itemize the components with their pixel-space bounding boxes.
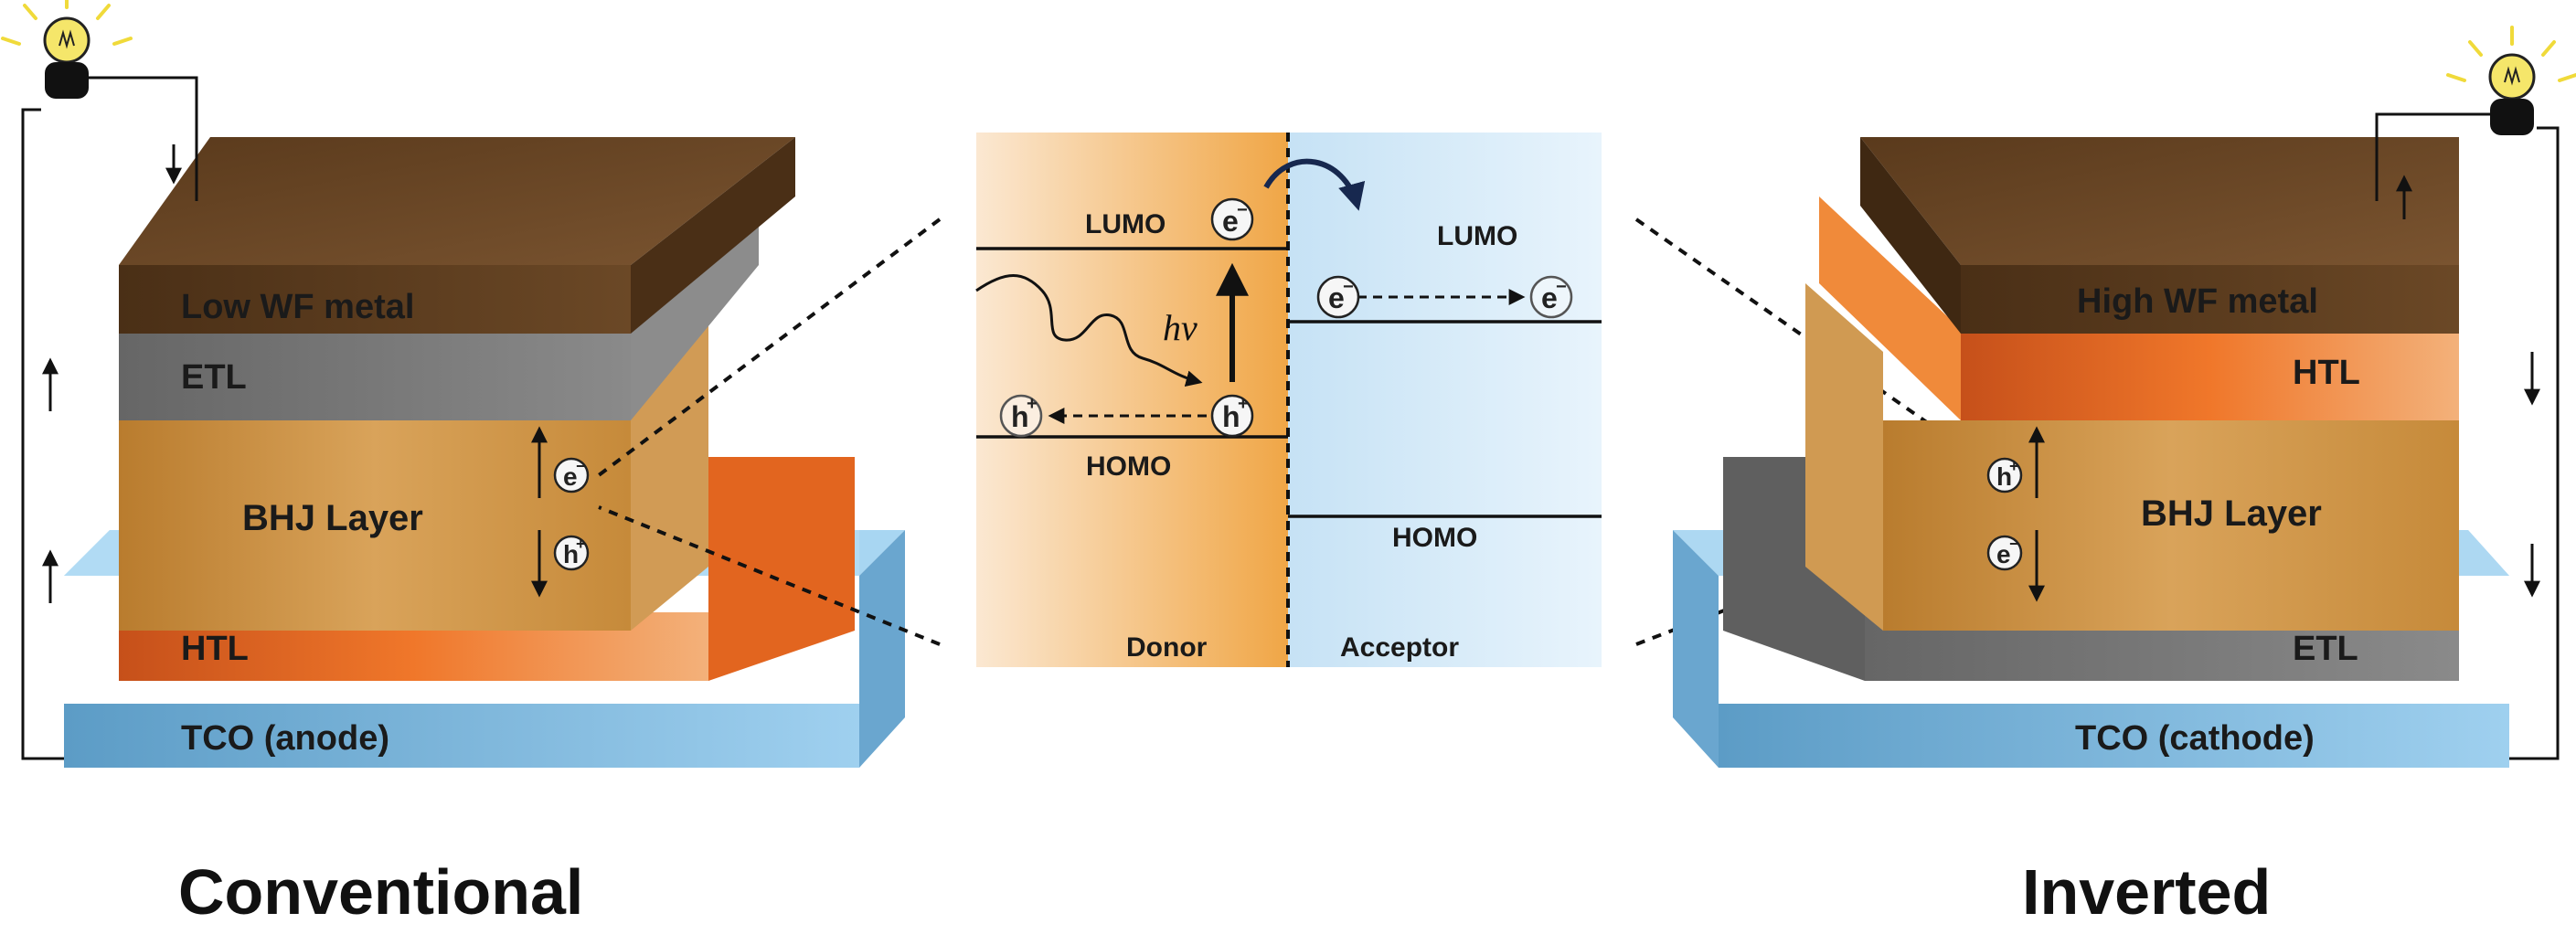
inverted-metal-label: High WF metal [2077, 282, 2318, 321]
donor-label: Donor [1126, 632, 1208, 663]
inverted-htl-label: HTL [2293, 354, 2360, 392]
inverted-tco-label: TCO (cathode) [2075, 719, 2315, 758]
conventional-htl-label: HTL [181, 630, 249, 668]
metal-layer-conventional [119, 137, 795, 334]
svg-text:h: h [1996, 462, 2012, 491]
inverted-electron-icon: e − [1986, 535, 2023, 571]
svg-text:h: h [1011, 400, 1029, 433]
acceptor-electron-icon: e − [1316, 275, 1360, 319]
svg-text:−: − [1237, 200, 1248, 220]
conventional-title: Conventional [178, 856, 583, 928]
acceptor-region [1288, 133, 1602, 667]
svg-text:e: e [1541, 281, 1558, 314]
light-bulb-icon [1, 0, 133, 99]
acceptor-label: Acceptor [1340, 632, 1459, 663]
photon-label: hv [1163, 307, 1198, 348]
svg-text:+: + [1027, 394, 1038, 414]
conventional-tco-label: TCO (anode) [181, 719, 389, 758]
svg-text:h: h [563, 540, 579, 568]
photon-wave [975, 274, 1203, 387]
svg-text:−: − [1556, 277, 1567, 297]
svg-text:+: + [2009, 457, 2019, 475]
light-bulb-icon [2446, 26, 2576, 135]
conventional-circuit-wire [21, 76, 198, 760]
svg-text:+: + [576, 535, 586, 553]
inverted-hole-icon: h + [1986, 457, 2023, 494]
donor-hole-icon: h + [1210, 394, 1254, 438]
acceptor-homo-label: HOMO [1392, 523, 1477, 553]
transported-hole-icon: h + [999, 394, 1043, 438]
bhj-layer-inverted [1805, 283, 2459, 631]
energy-level-diagram: LUMO HOMO LUMO HOMO Donor Acceptor hv e … [975, 133, 1602, 667]
svg-text:−: − [576, 457, 586, 475]
htl-layer-inverted [1819, 196, 2459, 420]
electron-transfer-arrow [1263, 158, 1366, 211]
inverted-bhj-label: BHJ Layer [2141, 494, 2322, 534]
conventional-hole-icon: h + [553, 535, 590, 571]
svg-text:e: e [1328, 281, 1345, 314]
svg-text:+: + [1238, 394, 1249, 414]
conventional-device: Low WF metal ETL BHJ Layer HTL TCO (anod… [1, 0, 905, 928]
conventional-metal-label: Low WF metal [181, 288, 414, 326]
conventional-etl-label: ETL [181, 358, 247, 397]
svg-text:−: − [1343, 277, 1354, 297]
conventional-bhj-label: BHJ Layer [242, 498, 423, 538]
inverted-device: High WF metal HTL BHJ Layer ETL TCO (cat… [1673, 26, 2576, 928]
svg-text:e: e [563, 462, 578, 491]
donor-lumo-label: LUMO [1085, 209, 1166, 239]
svg-text:e: e [1222, 205, 1239, 238]
conventional-electron-icon: e − [553, 457, 590, 494]
svg-text:−: − [2009, 535, 2019, 553]
metal-layer-inverted [1860, 137, 2459, 334]
inverted-circuit-wire [2375, 112, 2560, 760]
inverted-title: Inverted [2022, 856, 2271, 928]
donor-electron-icon: e − [1210, 197, 1254, 241]
svg-text:h: h [1222, 400, 1240, 433]
inverted-etl-label: ETL [2293, 630, 2358, 668]
svg-text:e: e [1996, 540, 2011, 568]
acceptor-lumo-label: LUMO [1437, 221, 1517, 251]
transported-electron-icon: e − [1529, 275, 1573, 319]
donor-homo-label: HOMO [1086, 451, 1171, 482]
